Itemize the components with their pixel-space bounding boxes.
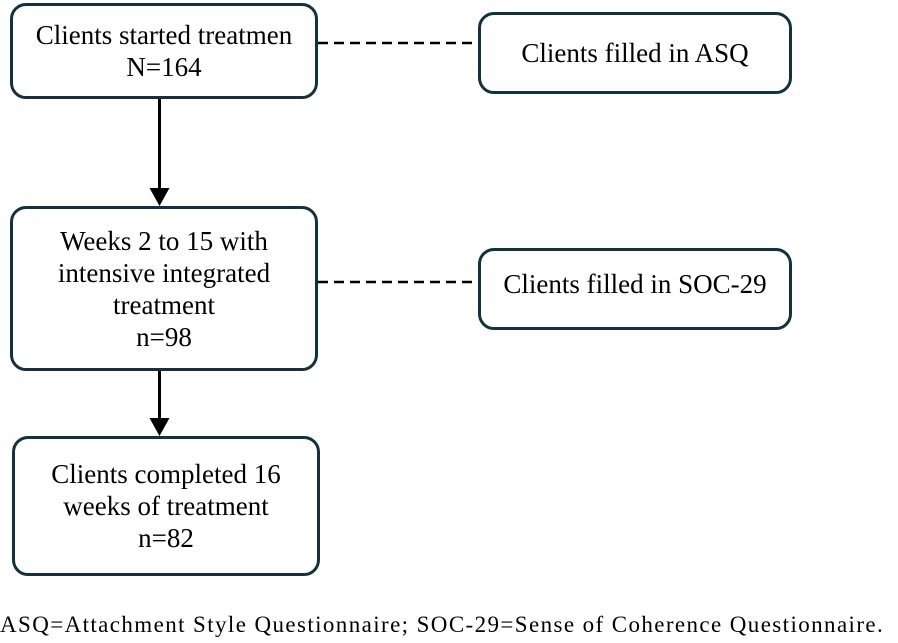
node-text-line: treatment: [113, 289, 215, 320]
node-text-line: Clients filled in SOC-29: [503, 269, 767, 299]
node-text-line: Weeks 2 to 15 with: [60, 225, 268, 256]
node-text-line: n=98: [136, 321, 192, 352]
node-text-line: n=82: [138, 523, 194, 553]
node-text-line: Clients completed 16: [51, 459, 281, 489]
node-text-line: Clients started treatmen: [35, 20, 293, 50]
node-clients-started-treatment: Clients started treatmen N=164: [10, 3, 318, 99]
arrow-weeks-to-completed-head: [149, 418, 170, 436]
abbreviations-footnote: ASQ=Attachment Style Questionnaire; SOC-…: [0, 612, 885, 637]
node-weeks-2-to-15-treatment: Weeks 2 to 15 with intensive integrated …: [10, 206, 318, 371]
node-clients-filled-asq: Clients filled in ASQ: [478, 12, 792, 94]
arrow-started-to-weeks-head: [149, 188, 170, 206]
node-clients-completed-16-weeks: Clients completed 16 weeks of treatment …: [12, 436, 320, 576]
node-text-line: intensive integrated: [57, 257, 271, 288]
node-text-line: N=164: [126, 52, 202, 82]
node-text-line: weeks of treatment: [63, 491, 269, 521]
node-clients-filled-soc29: Clients filled in SOC-29: [478, 248, 792, 330]
node-text-line: Clients filled in ASQ: [521, 38, 749, 68]
